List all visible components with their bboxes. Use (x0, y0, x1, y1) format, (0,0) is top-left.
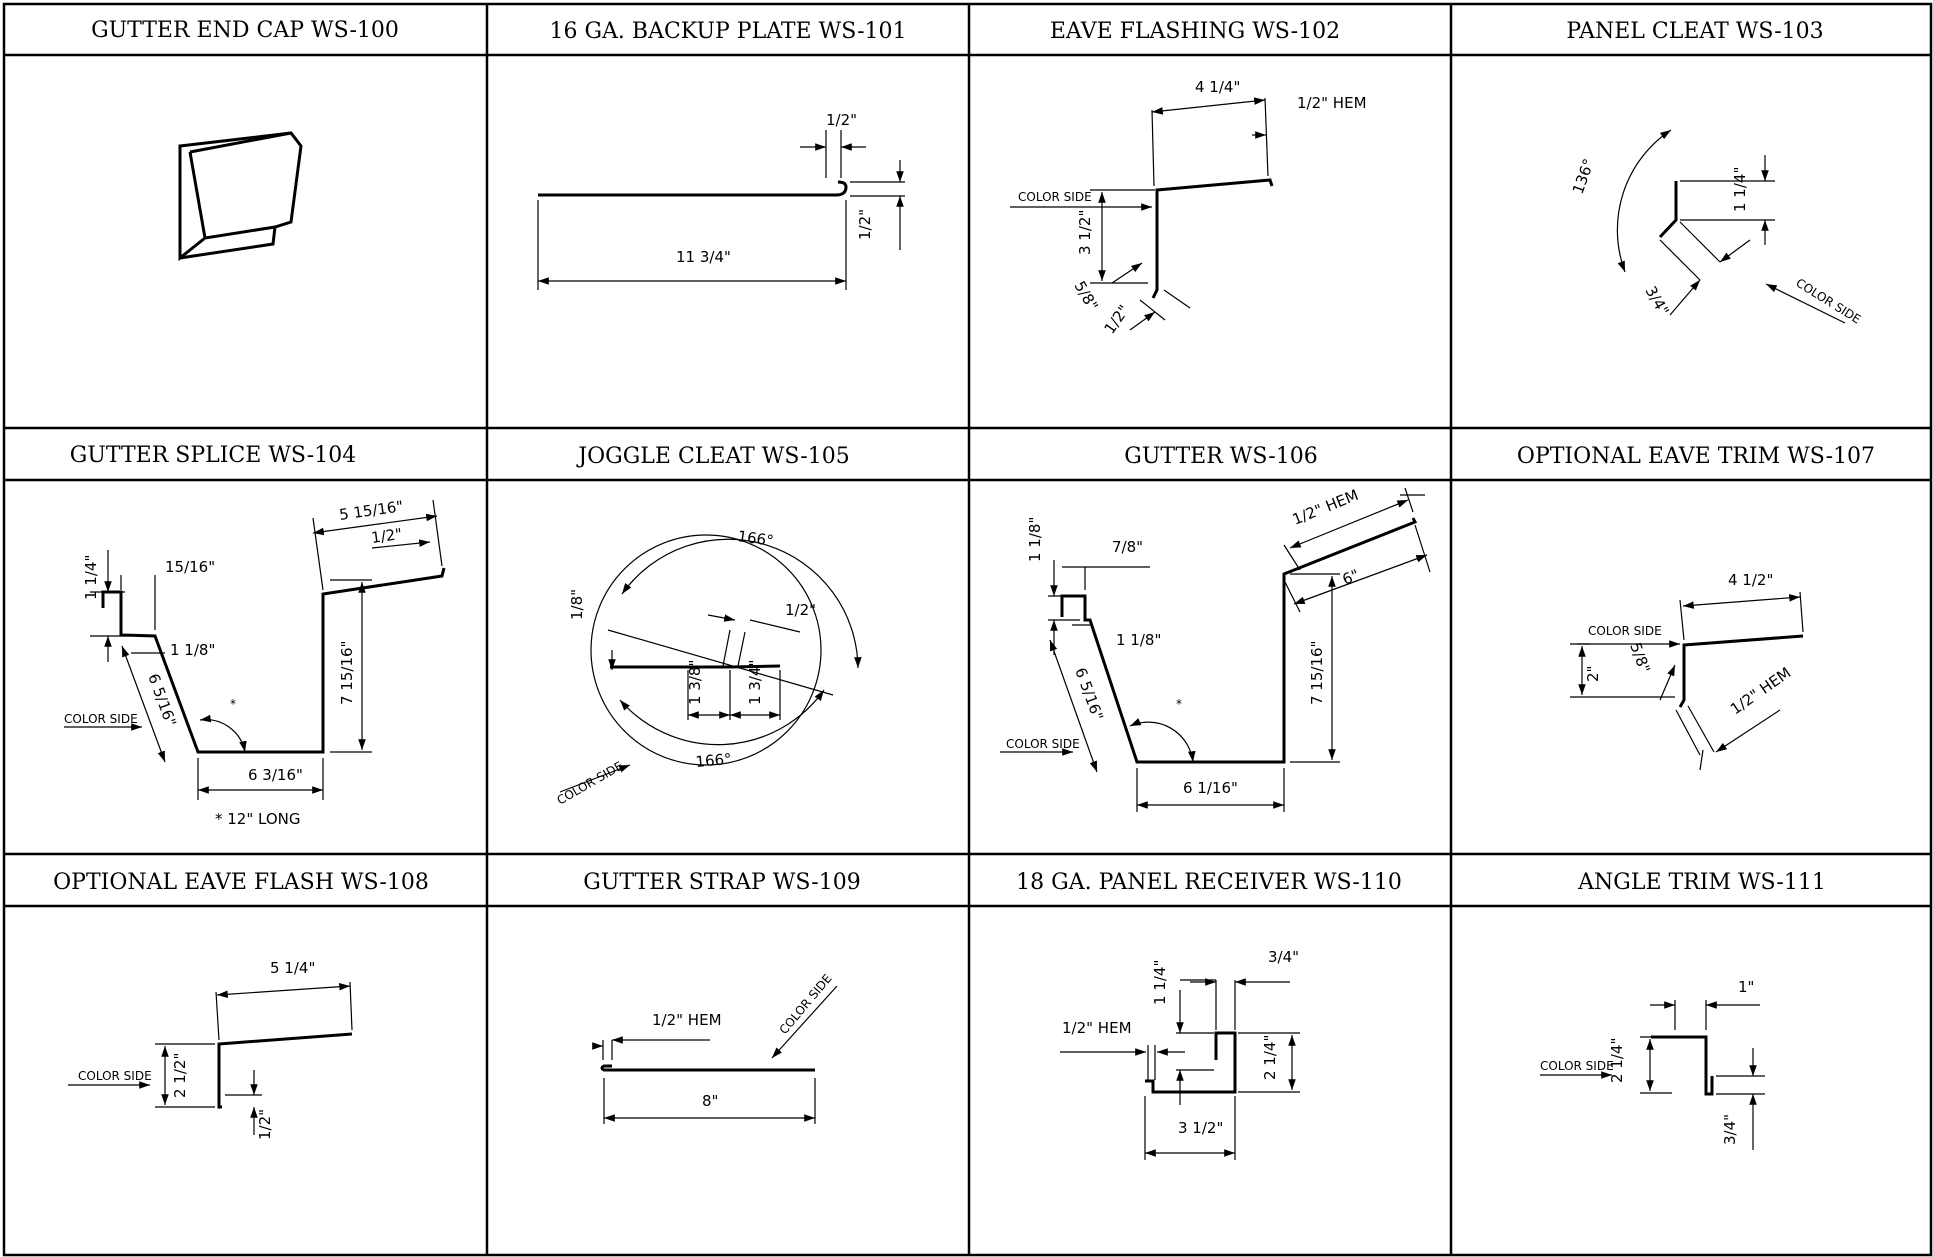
dim-label: 3 1/2" (1076, 210, 1094, 255)
dim-label: 1 1/8" (170, 641, 215, 659)
dim-label: 3/4" (1721, 1114, 1739, 1145)
title-ws-103: PANEL CLEAT WS-103 (1566, 19, 1823, 44)
title-ws-107: OPTIONAL EAVE TRIM WS-107 (1517, 444, 1875, 469)
dim-label: 4 1/2" (1728, 571, 1773, 589)
dim-label: 2" (1584, 666, 1602, 682)
dim-label: * 12" LONG (215, 810, 301, 828)
dim-label: 8" (702, 1092, 718, 1110)
color-side-label: COLOR SIDE (1018, 190, 1092, 204)
dim-label: 15/16" (165, 558, 215, 576)
title-ws-100: GUTTER END CAP WS-100 (91, 18, 399, 43)
dim-label: 3/4" (1642, 283, 1673, 319)
dim-label: 1" (1738, 978, 1754, 996)
dim-label: 6 1/16" (1183, 779, 1238, 797)
dim-label: 1/2" HEM (652, 1011, 722, 1029)
drawing-ws-107: 4 1/2" COLOR SIDE 2" 5/8" 1/2" HEM (1570, 571, 1804, 771)
drawing-ws-103: 136° 1 1/4" 3/4" COLOR SIDE (1569, 129, 1863, 327)
color-side-label: COLOR SIDE (64, 712, 138, 726)
drawing-ws-106: 1/2" HEM 1 1/8" 7/8" 6" 1 1/8" 6 5/16" 7… (1000, 486, 1431, 812)
dim-label: 1/2" (256, 1109, 274, 1140)
drawing-ws-105: 166° 1/8" 1/2" 1 3/8" 1 3/4" 166° COLOR … (555, 527, 862, 808)
dim-label: 11 3/4" (676, 248, 731, 266)
drawing-ws-108: 5 1/4" COLOR SIDE 2 1/2" 1/2" (68, 959, 353, 1140)
dim-label: 1/2" (370, 525, 403, 547)
drawing-ws-110: 3/4" 1 1/4" 1/2" HEM 2 1/4" 3 1/2" (1060, 948, 1300, 1160)
title-ws-104: GUTTER SPLICE WS-104 (70, 443, 356, 468)
dim-label: 1 1/8" (1026, 517, 1044, 562)
dim-label: 6 3/16" (248, 766, 303, 784)
dim-label: 1/2" HEM (1290, 486, 1361, 529)
title-ws-105: JOGGLE CLEAT WS-105 (576, 444, 849, 469)
dim-label: 1 1/4" (1151, 960, 1169, 1005)
dim-label: 1/2" HEM (1297, 94, 1367, 112)
dim-label: 7/8" (1112, 538, 1143, 556)
color-side-label: COLOR SIDE (78, 1069, 152, 1083)
dim-label: 5 1/4" (270, 959, 315, 977)
drawing-ws-109: 1/2" HEM COLOR SIDE 8" (592, 971, 838, 1124)
dim-label: 3/4" (1268, 948, 1299, 966)
dim-label: 166° (695, 750, 733, 771)
drawing-ws-104: 5 15/16" 1/2" 1 1/4" 15/16" 1 1/8" 6 5/1… (64, 497, 446, 828)
dim-label: 1/8" (568, 589, 586, 620)
drawing-ws-100 (178, 131, 303, 262)
dim-label: 5/8" (1626, 640, 1654, 675)
dim-label: * (1176, 697, 1182, 711)
title-ws-108: OPTIONAL EAVE FLASH WS-108 (53, 870, 429, 895)
dim-label: 1 3/4" (746, 660, 764, 705)
color-side-label: COLOR SIDE (1540, 1059, 1614, 1073)
title-ws-111: ANGLE TRIM WS-111 (1577, 870, 1826, 895)
title-ws-101: 16 GA. BACKUP PLATE WS-101 (549, 19, 906, 44)
dim-label: 7 15/16" (338, 641, 356, 705)
drawing-ws-111: 1" COLOR SIDE 2 1/4" 3/4" (1540, 978, 1765, 1150)
dim-label: 3 1/2" (1178, 1119, 1223, 1137)
dim-label: 1 1/4" (82, 555, 100, 600)
dim-label: 1/2" HEM (1727, 664, 1794, 719)
title-ws-109: GUTTER STRAP WS-109 (583, 870, 860, 895)
title-ws-110: 18 GA. PANEL RECEIVER WS-110 (1016, 870, 1402, 895)
dim-label: 1 1/8" (1116, 631, 1161, 649)
color-side-label: COLOR SIDE (777, 971, 835, 1036)
dim-label: 136° (1569, 156, 1598, 196)
dim-label: 1/2" (1101, 302, 1134, 338)
dim-label: 4 1/4" (1195, 78, 1240, 96)
dim-label: * (230, 697, 236, 711)
dim-label: 1/2" HEM (1062, 1019, 1132, 1037)
color-side-label: COLOR SIDE (555, 759, 626, 808)
dim-label: 5 15/16" (338, 497, 404, 524)
dim-label: 2 1/2" (171, 1053, 189, 1098)
dim-label: 1/2" (826, 111, 857, 129)
dim-label: 1 3/8" (686, 660, 704, 705)
color-side-label: COLOR SIDE (1006, 737, 1080, 751)
drawing-ws-101: 1/2" 1/2" 11 3/4" (537, 111, 905, 290)
title-ws-106: GUTTER WS-106 (1124, 444, 1317, 469)
dim-label: 2 1/4" (1261, 1035, 1279, 1080)
dim-label: 2 1/4" (1608, 1038, 1626, 1083)
dim-label: 1/2" (856, 209, 874, 240)
dim-label: 6" (1340, 566, 1362, 589)
dim-label: 1 1/4" (1731, 167, 1749, 212)
drawing-ws-102: 4 1/4" 1/2" HEM COLOR SIDE 3 1/2" 5/8" 1… (1010, 78, 1367, 337)
dim-label: 166° (736, 527, 774, 550)
title-ws-102: EAVE FLASHING WS-102 (1050, 19, 1340, 44)
color-side-label: COLOR SIDE (1588, 624, 1662, 638)
dim-label: 7 15/16" (1308, 641, 1326, 705)
color-side-label: COLOR SIDE (1793, 276, 1863, 327)
dim-label: 1/2" (785, 601, 816, 619)
